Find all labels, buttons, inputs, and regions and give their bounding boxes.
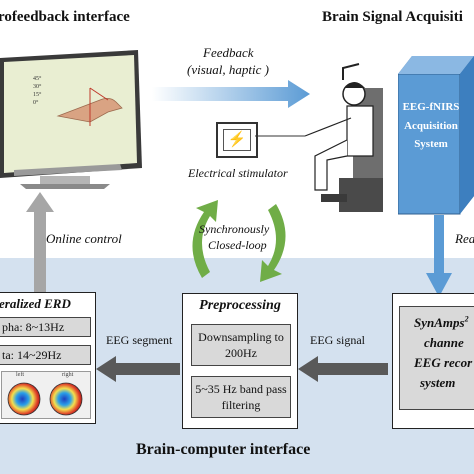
topography-maps: left right [1,371,91,419]
eeg-segment-label: EEG segment [106,333,173,347]
sync-loop-label-2: Closed-loop [208,238,267,252]
map-right-label: right [62,372,74,378]
eeg-signal-label: EEG signal [310,333,365,347]
map-left-label: left [16,372,24,378]
angle-scale: 45° 30° 15° 0° [33,76,42,106]
acquisition-down-arrow [426,215,452,297]
real-label: Rea [455,231,474,246]
bci-title: Brain-computer interface [136,441,311,458]
eeg-segment-arrow [96,356,180,382]
beta-band: ta: 14~29Hz [0,345,91,365]
feedback-label: Feedback [203,45,254,60]
feedback-modes-label: (visual, haptic ) [187,62,269,77]
hand-icon [56,87,123,126]
online-control-label: Online control [46,231,122,246]
alpha-band: pha: 8~13Hz [0,317,91,337]
electrical-stimulator-label: Electrical stimulator [188,166,288,180]
neurofeedback-title: rofeedback interface [0,9,130,25]
online-control-arrow [26,192,54,294]
feedback-arrow [152,80,310,108]
synamps-box: SynAmps2 channe EEG recor system [392,293,474,429]
acquisition-system-label: EEG-fNIRS Acquisition System [402,101,460,151]
sync-loop-label-1: Synchronously [199,222,270,236]
acquisition-system-box [398,56,474,215]
topomap-right [49,382,83,416]
synamps-description: SynAmps2 channe EEG recor system [399,306,474,410]
erd-title: eralized ERD [0,296,71,311]
subject-chair-illustration [255,63,383,212]
erd-box: eralized ERD pha: 8~13Hz ta: 14~29Hz lef… [0,292,96,424]
brain-signal-title: Brain Signal Acquisiti [322,9,463,25]
eeg-signal-arrow [298,356,388,382]
closed-loop-arrows [192,200,286,282]
lightning-icon: ⚡ [223,129,251,151]
electrical-stimulator-box: ⚡ [216,122,258,158]
preprocessing-title: Preprocessing [199,298,281,313]
topomap-left [7,382,41,416]
